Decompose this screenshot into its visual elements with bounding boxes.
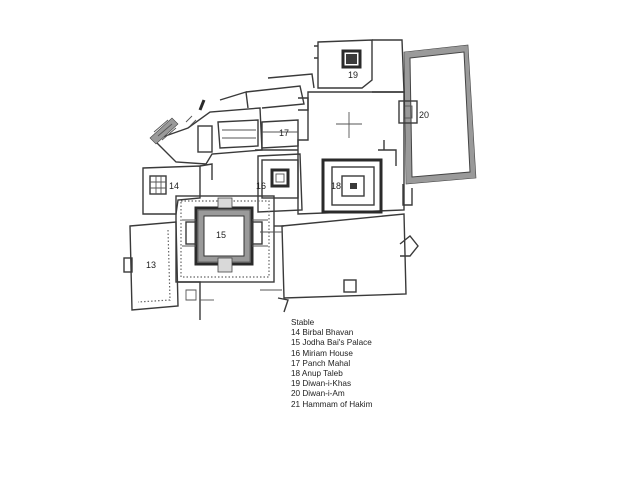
legend-item-14: 14 Birbal Bhavan — [291, 328, 354, 338]
stable-block — [123, 221, 179, 311]
legend-item-17: 17 Panch Mahal — [291, 358, 351, 368]
legend-item-15: 15 Jodha Bai's Palace — [291, 338, 372, 348]
legend-heading: Stable — [291, 318, 315, 327]
label-18: 18 — [331, 181, 341, 191]
south-west-annex — [178, 281, 214, 320]
legend-item-21: 21 Hammam of Hakim — [291, 399, 373, 409]
panch-mahal-block — [245, 73, 315, 149]
legend-item-19: 19 Diwan-i-Khas — [291, 379, 352, 389]
label-17: 17 — [279, 128, 289, 138]
label-13: 13 — [146, 260, 156, 270]
legend-item-20: 20 Diwan-i-Am — [291, 389, 345, 399]
label-20: 20 — [419, 110, 429, 120]
diwan-i-am-block — [398, 44, 477, 206]
label-14: 14 — [169, 181, 179, 191]
north-west-wing — [149, 91, 263, 165]
miriam-house-block — [255, 149, 303, 213]
jodha-bai-palace-block — [175, 195, 275, 283]
label-16: 16 — [256, 181, 266, 191]
anup-talao-block — [297, 91, 405, 215]
plan-legend: Stable 14 Birbal Bhavan 15 Jodha Bai's P… — [291, 318, 372, 410]
legend-item-16: 16 Miriam House — [291, 348, 353, 358]
diwan-i-khas-block — [314, 39, 405, 93]
southern-court — [260, 213, 419, 313]
legend-item-18: 18 Anup Taleb — [291, 369, 343, 379]
label-15: 15 — [216, 230, 226, 240]
birbal-bhavan-block — [142, 163, 213, 215]
label-19: 19 — [348, 70, 358, 80]
